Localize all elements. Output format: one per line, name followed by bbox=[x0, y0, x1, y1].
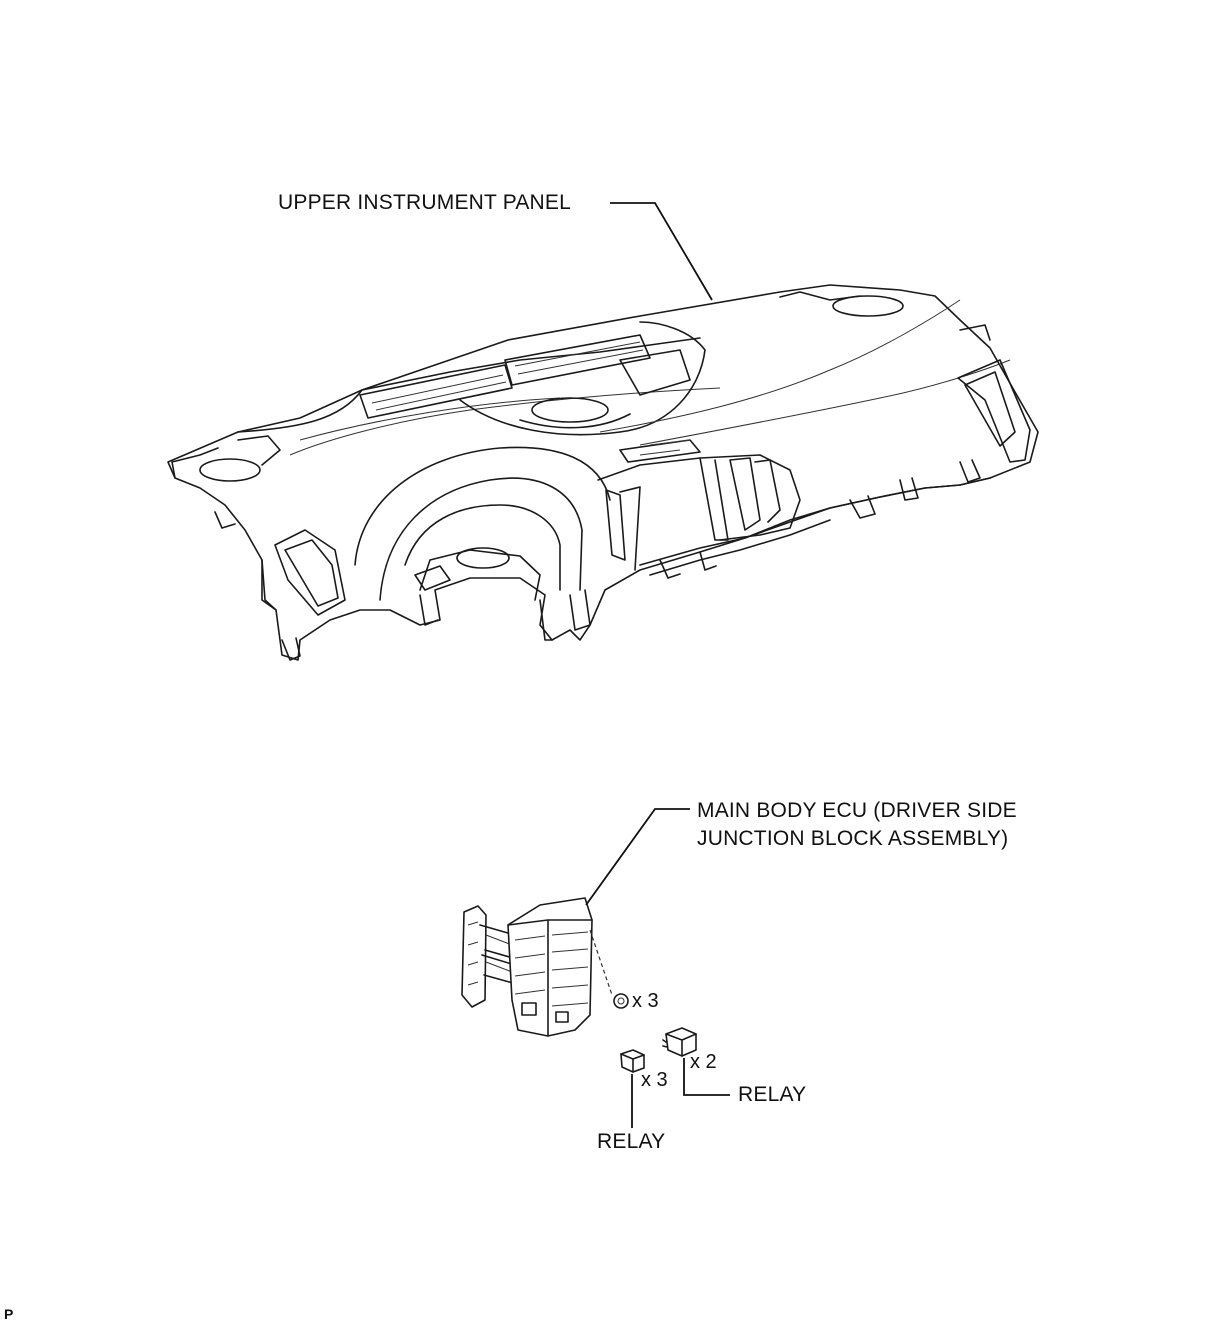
label-main-body-ecu-line2: JUNCTION BLOCK ASSEMBLY) bbox=[697, 827, 1009, 850]
label-upper-instrument-panel: UPPER INSTRUMENT PANEL bbox=[278, 191, 572, 214]
nut-drawing bbox=[613, 993, 629, 1009]
qty-nut: x 3 bbox=[632, 990, 659, 1012]
qty-relay-right: x 2 bbox=[690, 1051, 717, 1073]
upper-instrument-panel-drawing bbox=[167, 284, 1039, 661]
leader-upper-panel bbox=[610, 202, 713, 301]
corner-mark: P bbox=[4, 1306, 14, 1322]
label-main-body-ecu-line1: MAIN BODY ECU (DRIVER SIDE bbox=[697, 799, 1017, 822]
qty-relay-left: x 3 bbox=[641, 1069, 668, 1091]
leader-ecu bbox=[585, 808, 690, 906]
label-relay-right: RELAY bbox=[738, 1083, 807, 1106]
leader-relay-right bbox=[683, 1058, 730, 1096]
label-relay-left: RELAY bbox=[597, 1130, 666, 1153]
relay-left-drawing bbox=[620, 1049, 645, 1073]
relay-right-drawing bbox=[662, 1027, 697, 1057]
main-body-ecu-drawing bbox=[461, 897, 613, 1037]
